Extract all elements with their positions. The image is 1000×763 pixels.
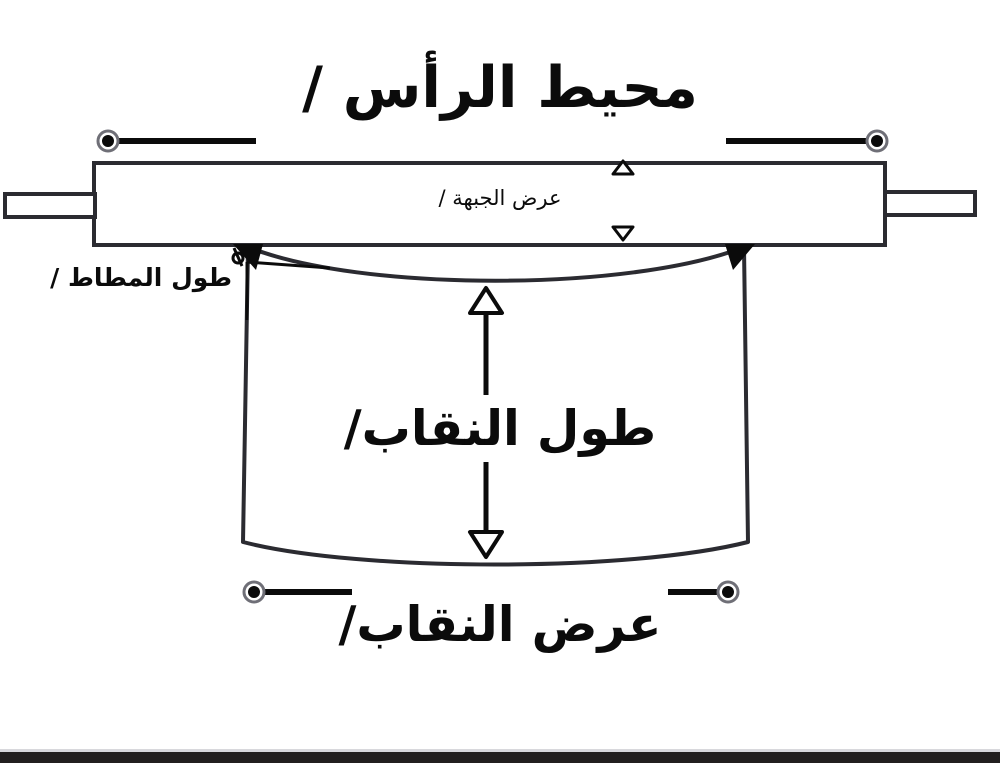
label-forehead-width: عرض الجبهة / [438,186,562,210]
gather-wedges-group [231,244,755,270]
veil-length-down-arrowhead-icon [468,530,504,559]
head-circ-left-marker-dot-icon [102,135,114,147]
elastic-length-callout [245,260,331,320]
veil-length-dimension [468,286,504,559]
veil-length-up-arrowhead-icon [468,286,504,315]
label-head-circumference: محيط الرأس / [302,55,699,121]
label-veil-width: عرض النقاب/ [338,596,663,653]
forehead-down-arrow-icon [611,225,635,242]
forehead-up-arrow-icon [611,159,635,176]
elastic-leader-horizontal [246,260,331,270]
label-elastic-length: طول المطاط / [50,263,232,292]
right-gather-wedge [725,244,755,270]
veil-width-left-marker-dot-icon [248,586,260,598]
veil-panel-outline [241,245,750,567]
veil-panel-group [241,245,750,567]
veil-width-dimension [242,580,740,604]
left-strap-tab [3,192,97,219]
right-strap-tab [883,190,977,217]
forehead-width-dimension [611,159,635,242]
veil-width-right-marker-dot-icon [722,586,734,598]
elastic-pin-stem-icon [232,247,244,267]
head-circ-right-marker-dot-icon [871,135,883,147]
bottom-edge-hairline [0,749,1000,752]
label-veil-length: طول النقاب/ [343,400,657,457]
head-circumference-dimension [96,129,889,153]
bottom-edge-bar [0,752,1000,763]
headband-group [3,161,977,247]
